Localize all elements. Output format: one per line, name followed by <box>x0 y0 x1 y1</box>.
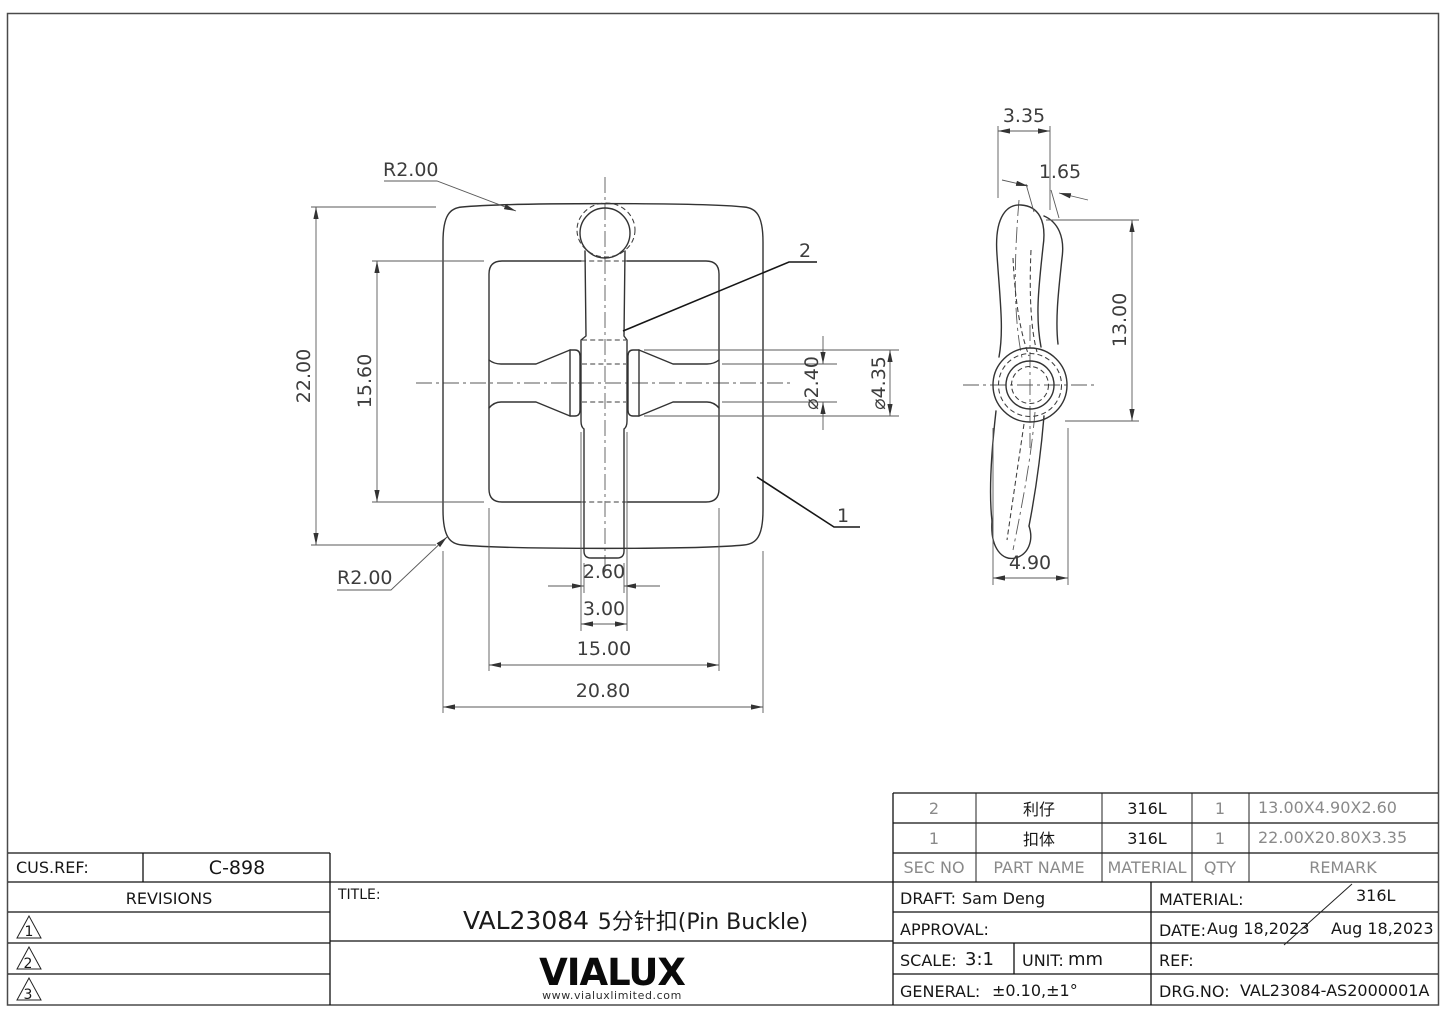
dim-outer-height: 22.00 <box>293 349 315 403</box>
buckle-inner-left <box>488 260 582 503</box>
part-row-qty: 1 <box>1215 799 1225 818</box>
drg-no-value: VAL23084-AS2000001A <box>1240 981 1429 1000</box>
bar-left <box>488 349 581 417</box>
part-row-sec: 1 <box>929 829 939 848</box>
revision-triangle-3-icon <box>16 976 42 1001</box>
buckle-outer-frame <box>442 202 764 550</box>
pin-side-hidden-1 <box>1012 257 1030 357</box>
pin-loop-outer <box>992 347 1068 423</box>
part-row-name: 利仔 <box>1023 800 1055 819</box>
pin-loop-hidden-inner <box>1010 365 1050 405</box>
side-view: 3.35 1.65 13.00 4.90 <box>963 105 1139 585</box>
revision-marker-3: 3 <box>24 987 33 1003</box>
cus-ref-value: C-898 <box>209 857 265 879</box>
revision-marker-2: 2 <box>24 956 33 972</box>
bar-right <box>627 349 720 417</box>
dim-bar-dia-wide: ⌀4.35 <box>868 356 890 410</box>
part-row-remark: 13.00X4.90X2.60 <box>1258 798 1397 817</box>
scale-value: 3:1 <box>965 949 994 970</box>
general-label: GENERAL: <box>900 982 980 1001</box>
pin-side-tip-tail <box>1043 215 1064 345</box>
table-header-part-name: PART NAME <box>993 858 1084 877</box>
pin-head-hidden <box>576 202 636 258</box>
pin-side-lower-tip <box>991 520 1032 560</box>
revision-marker-1: 1 <box>25 924 34 940</box>
dim-inner-width: 15.00 <box>577 638 631 660</box>
unit-label: UNIT: <box>1022 951 1064 970</box>
revision-slash <box>1283 883 1353 946</box>
date-value-2: Aug 18,2023 <box>1331 919 1434 938</box>
dim-inner-height: 15.60 <box>354 354 376 408</box>
part-row-remark: 22.00X20.80X3.35 <box>1258 828 1407 847</box>
unit-value: mm <box>1068 949 1103 970</box>
pin-head <box>579 207 631 259</box>
revisions-label: REVISIONS <box>126 889 212 908</box>
part-row-material: 316L <box>1127 829 1167 848</box>
dim-side-loop-dia: 4.90 <box>1009 552 1051 574</box>
dim-side-pin-length: 13.00 <box>1109 293 1131 347</box>
pin-side-hidden-2 <box>1029 249 1038 353</box>
part-row-material: 316L <box>1127 799 1167 818</box>
revision-triangle-2-icon <box>16 945 42 970</box>
material-value: 316L <box>1356 886 1396 905</box>
front-view: 22.00 15.60 2.60 3.00 15.00 20.80 ⌀2.40 … <box>293 159 899 713</box>
part-row-qty: 1 <box>1215 829 1225 848</box>
table-header-material: MATERIAL <box>1107 858 1186 877</box>
pin-side-hidden-3 <box>1006 423 1025 541</box>
side-centerline-upper <box>1014 199 1024 363</box>
title-block: CUS.REF: C-898 REVISIONS 1 2 3 TITLE: VA… <box>8 852 1438 1005</box>
drg-no-label: DRG.NO: <box>1159 982 1230 1001</box>
dim-side-tip-offset: 1.65 <box>1039 161 1081 183</box>
table-header-remark: REMARK <box>1309 858 1377 877</box>
pin-loop-inner <box>1005 360 1055 410</box>
ref-label: REF: <box>1159 951 1194 970</box>
draft-label: DRAFT: <box>900 889 956 908</box>
scale-label: SCALE: <box>900 951 957 970</box>
dim-radius-top: R2.00 <box>383 159 439 181</box>
pin-side-lower-arm-left <box>989 410 997 522</box>
pin-side-upper-arm <box>995 204 1045 358</box>
dim-radius-bottom: R2.00 <box>337 567 393 589</box>
date-value-1: Aug 18,2023 <box>1207 919 1310 938</box>
approval-label: APPROVAL: <box>900 920 989 939</box>
table-header-sec-no: SEC NO <box>903 858 964 877</box>
table-header-qty: QTY <box>1204 858 1236 877</box>
dim-outer-width: 20.80 <box>576 680 630 702</box>
draft-value: Sam Deng <box>962 889 1045 908</box>
vialux-logo: VIALUX <box>539 951 685 994</box>
dim-bar-dia-narrow: ⌀2.40 <box>801 356 823 410</box>
part-row-sec: 2 <box>929 799 939 818</box>
material-label: MATERIAL: <box>1159 890 1243 909</box>
pin-loop-hidden-outer <box>997 352 1063 418</box>
part-row-name: 扣体 <box>1023 830 1055 849</box>
callout-body: 1 <box>837 505 849 527</box>
callout-pin: 2 <box>799 240 811 262</box>
pin-side-lower-arm-right <box>1028 415 1045 527</box>
cus-ref-label: CUS.REF: <box>16 858 89 877</box>
dim-pin-tip-width: 2.60 <box>583 561 625 583</box>
buckle-inner-right <box>626 260 720 503</box>
date-label: DATE: <box>1159 921 1206 940</box>
logo-url: www.vialuxlimited.com <box>542 989 682 1002</box>
title-label: TITLE: <box>337 887 381 903</box>
sheet-border <box>6 12 1440 1006</box>
pin-body <box>580 250 628 559</box>
dim-side-depth: 3.35 <box>1003 105 1045 127</box>
parts-table: 2 利仔 316L 1 13.00X4.90X2.60 1 扣体 316L 1 … <box>892 792 1438 1005</box>
dim-pin-wrap-width: 3.00 <box>583 598 625 620</box>
title-code: VAL23084 <box>463 906 589 935</box>
revision-triangle-1-icon <box>16 914 42 939</box>
title-name: 5分针扣(Pin Buckle) <box>598 910 809 935</box>
general-value: ±0.10,±1° <box>992 981 1078 1000</box>
side-centerline-lower <box>1012 411 1036 551</box>
